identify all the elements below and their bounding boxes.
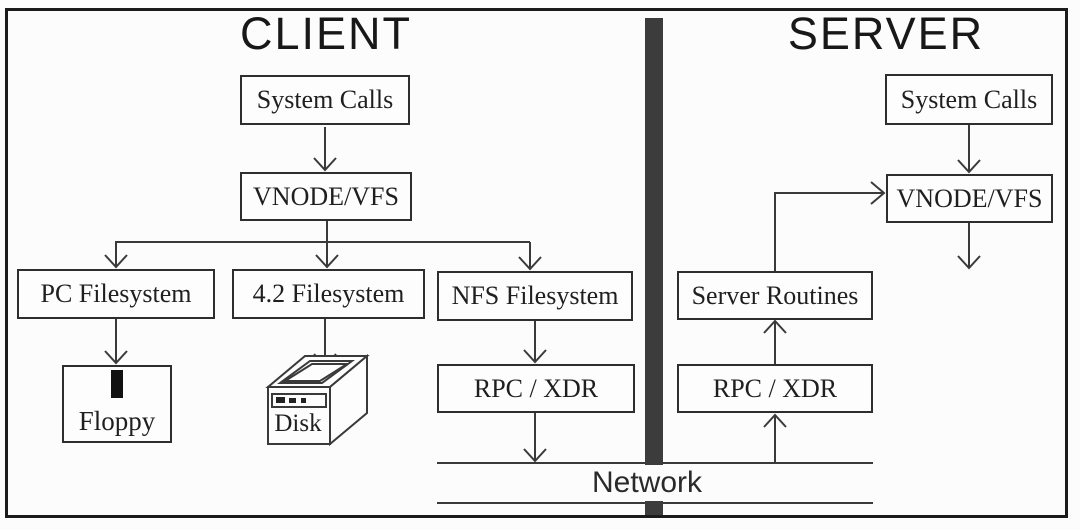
server-rpc-xdr-box: RPC / XDR (677, 364, 873, 413)
arrow-server-rpc-to-routines (763, 319, 787, 364)
arrow-server-vnode-down (957, 223, 981, 270)
server-vnode-vfs-box: VNODE/VFS (886, 174, 1053, 223)
disk-drive-icon (265, 353, 370, 447)
arrow-client-rpc-to-network (523, 413, 547, 463)
arrow-nfs-to-rpc (523, 321, 547, 364)
arrow-vnode-to-42-filesystem (315, 221, 339, 269)
pc-filesystem-box: PC Filesystem (17, 269, 215, 319)
arrow-network-to-server-rpc (763, 413, 787, 463)
client-system-calls-box: System Calls (240, 75, 410, 125)
floppy-label: Floppy (78, 406, 156, 436)
nfs-filesystem-box: NFS Filesystem (437, 271, 633, 321)
arrow-branch-to-nfs-filesystem (518, 242, 542, 271)
floppy-disk-icon: Floppy (62, 365, 172, 443)
arrow-pc-to-floppy (104, 319, 128, 365)
arrow-server-syscalls-to-vnode (957, 125, 981, 174)
client-vnode-vfs-box: VNODE/VFS (240, 172, 412, 221)
42-filesystem-box: 4.2 Filesystem (232, 269, 425, 319)
network-label: Network (572, 465, 722, 501)
arrow-client-syscalls-to-vnode (313, 127, 337, 172)
server-title: SERVER (787, 8, 985, 59)
server-system-calls-box: System Calls (885, 74, 1053, 125)
floppy-shutter-icon (111, 370, 123, 398)
client-title: CLIENT (239, 8, 413, 59)
server-routines-box: Server Routines (677, 271, 873, 320)
arrow-routines-to-server-vnode (774, 181, 886, 271)
arrow-branch-to-pc-filesystem (104, 242, 128, 269)
diagram-frame (5, 8, 1068, 518)
disk-label: Disk (274, 410, 322, 437)
client-server-divider-bar (645, 18, 663, 515)
client-rpc-xdr-box: RPC / XDR (437, 364, 635, 413)
